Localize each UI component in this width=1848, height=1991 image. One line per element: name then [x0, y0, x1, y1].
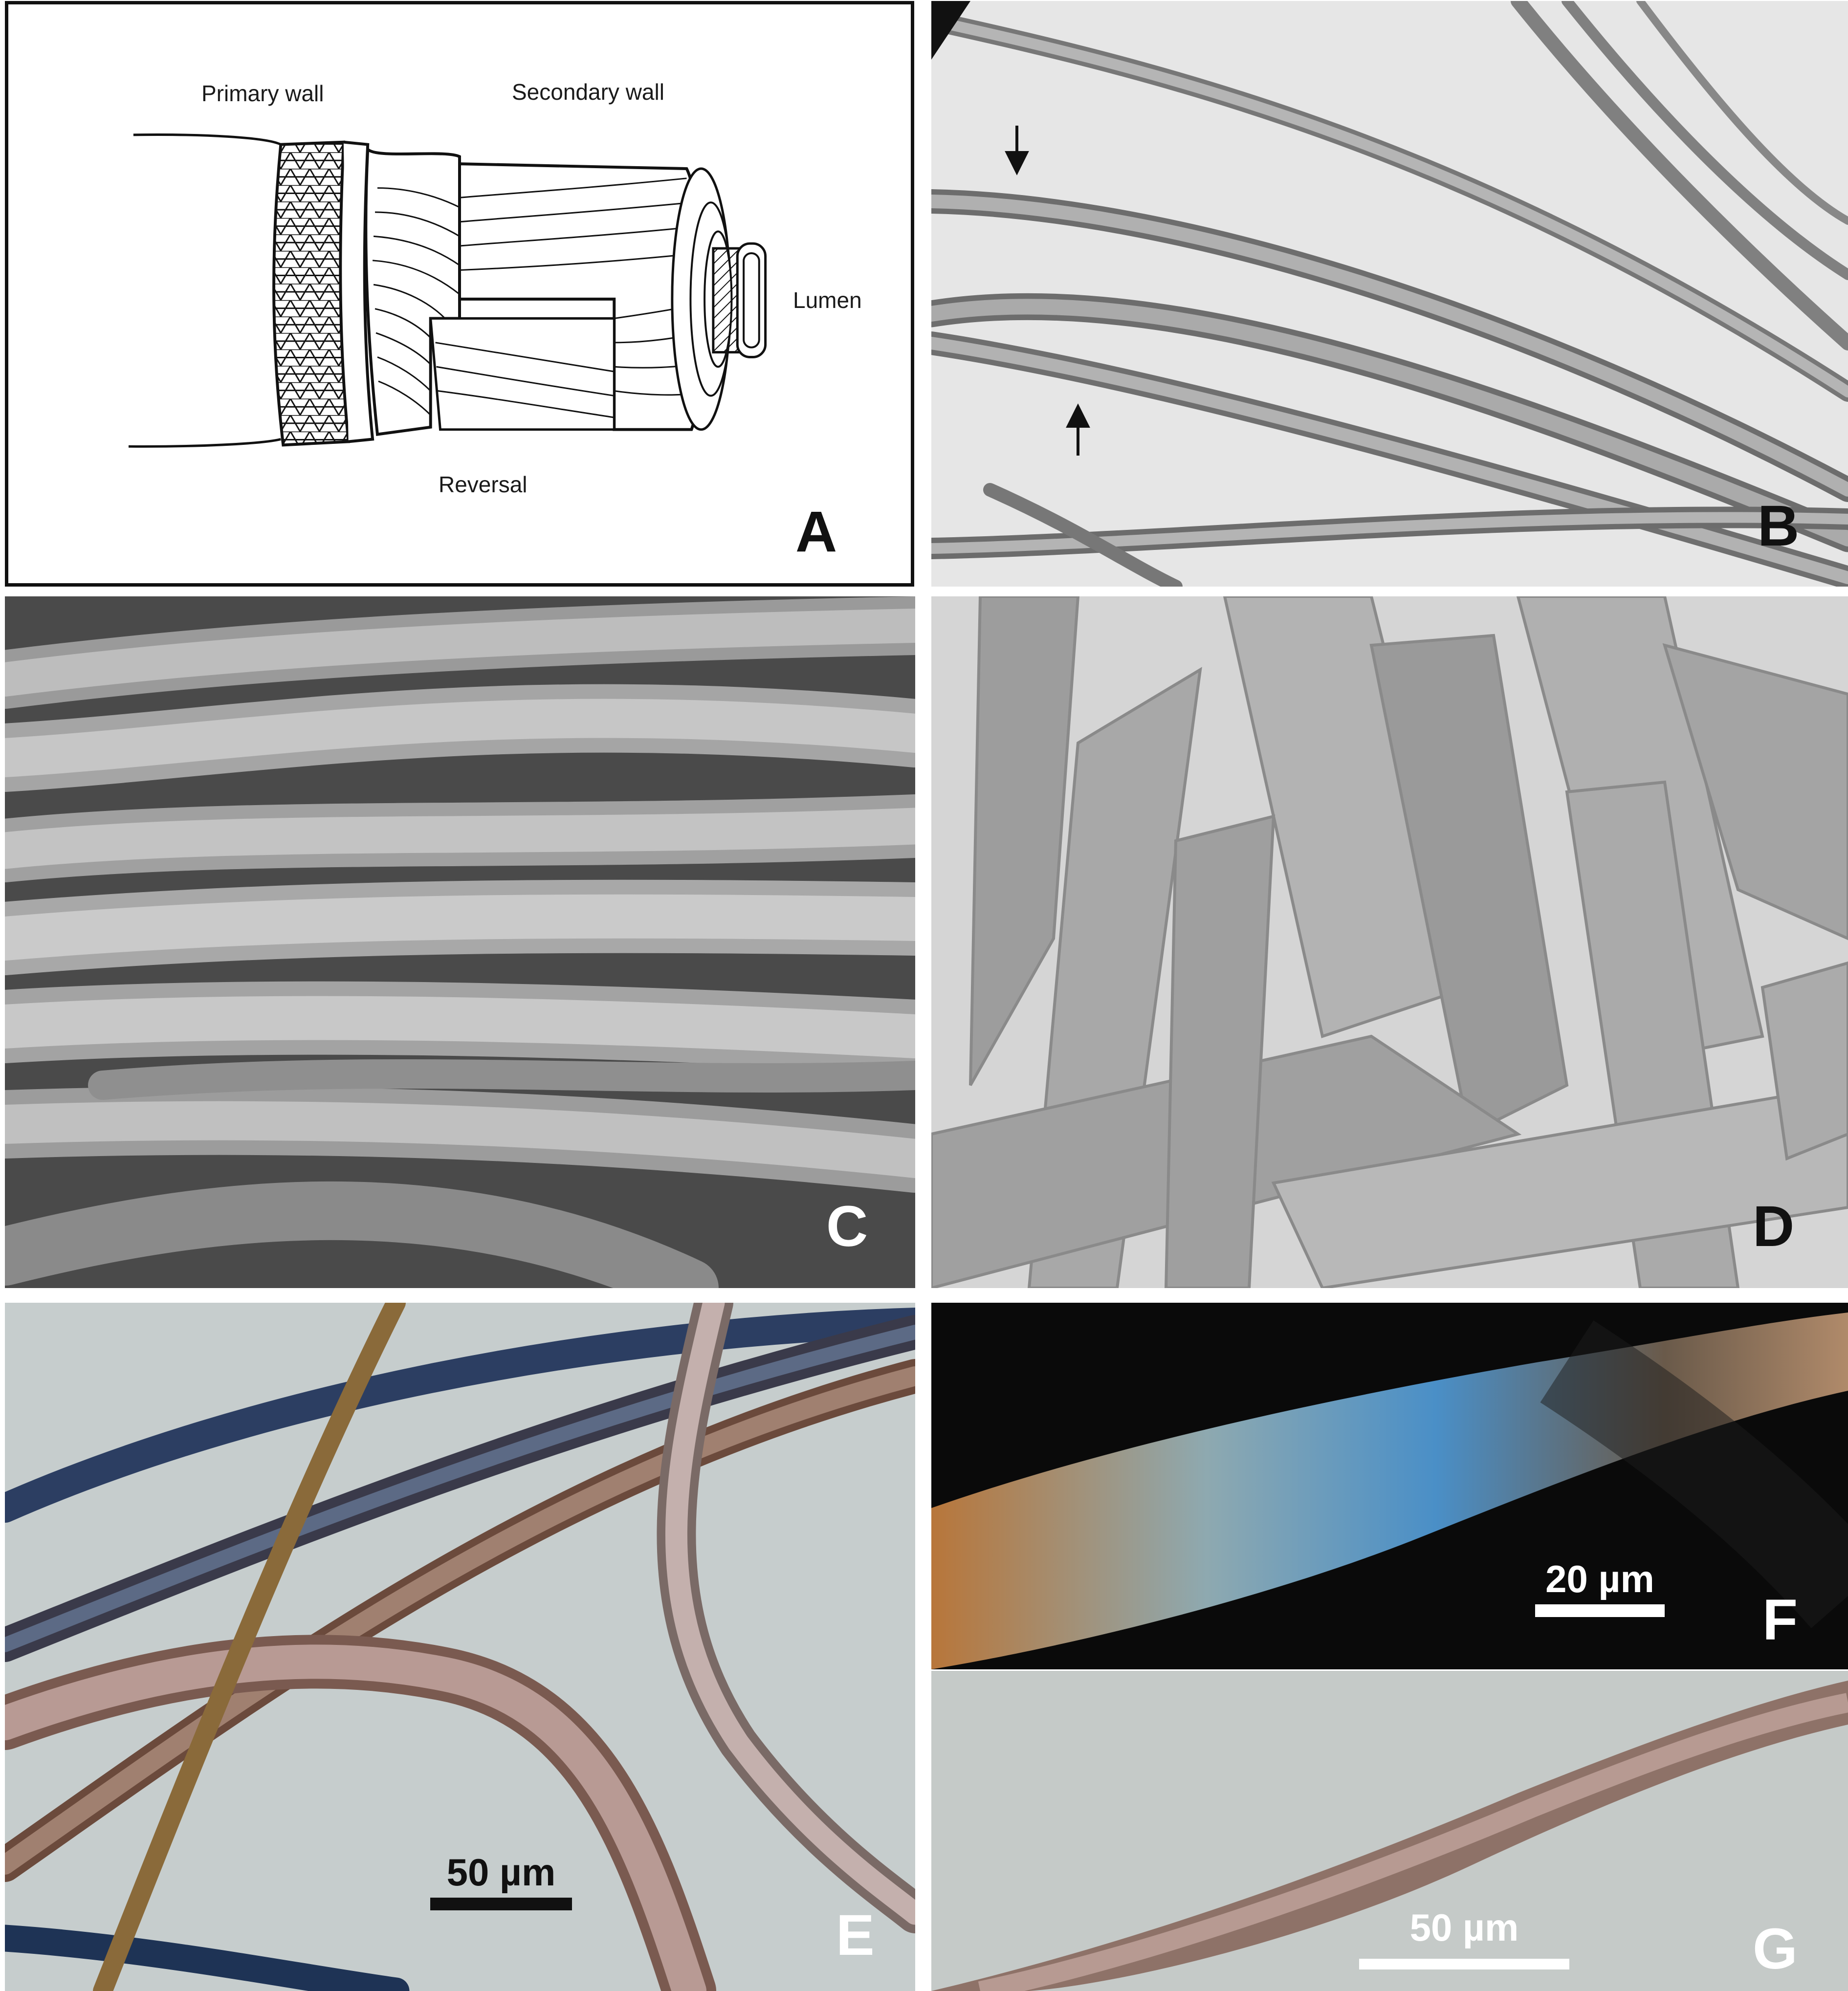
panel-d-fibers: [931, 596, 1848, 1288]
panel-e-fibers: [5, 1303, 915, 1991]
scale-bar-g-line: [1359, 1959, 1569, 1969]
panel-letter-e: E: [836, 1903, 875, 1968]
label-secondary-wall: Secondary wall: [512, 79, 664, 105]
label-lumen: Lumen: [793, 287, 862, 313]
panel-letter-a: A: [795, 500, 837, 564]
scale-bar-f-label: 20 µm: [1545, 1557, 1654, 1600]
scale-bar-e-label: 50 µm: [446, 1851, 556, 1894]
panel-f-fibers: [931, 1313, 1848, 1669]
scale-bar-g: 50 µm: [1359, 1905, 1569, 1969]
panel-f-micrograph: 20 µm F: [931, 1303, 1848, 1669]
panel-b-micrograph: B: [931, 1, 1848, 587]
panel-e-micrograph: 50 µm E: [5, 1303, 915, 1991]
panel-letter-b: B: [1758, 494, 1800, 558]
panel-letter-f: F: [1762, 1588, 1798, 1652]
panel-g-micrograph: 50 µm G: [931, 1671, 1848, 1991]
scale-bar-e-line: [430, 1898, 572, 1910]
panel-letter-d: D: [1753, 1194, 1795, 1259]
panel-c-sem: C: [5, 596, 915, 1288]
panel-a-diagram: Primary wall Secondary wall Lumen Revers…: [5, 1, 914, 587]
panel-c-fibers: [5, 596, 915, 1288]
panel-letter-c: C: [826, 1194, 868, 1259]
label-reversal: Reversal: [439, 472, 528, 497]
cell-wall-diagram: [128, 133, 767, 448]
scale-bar-e: 50 µm: [430, 1850, 572, 1910]
label-primary-wall: Primary wall: [201, 81, 324, 106]
panel-g-fibers: [931, 1681, 1848, 1991]
scale-bar-f-line: [1535, 1604, 1665, 1617]
panel-d-sem: D: [931, 596, 1848, 1288]
panel-letter-g: G: [1753, 1917, 1798, 1981]
scale-bar-g-label: 50 µm: [1409, 1906, 1519, 1949]
panel-b-fibers: [931, 1, 1848, 587]
scale-bar-f: 20 µm: [1535, 1557, 1665, 1617]
